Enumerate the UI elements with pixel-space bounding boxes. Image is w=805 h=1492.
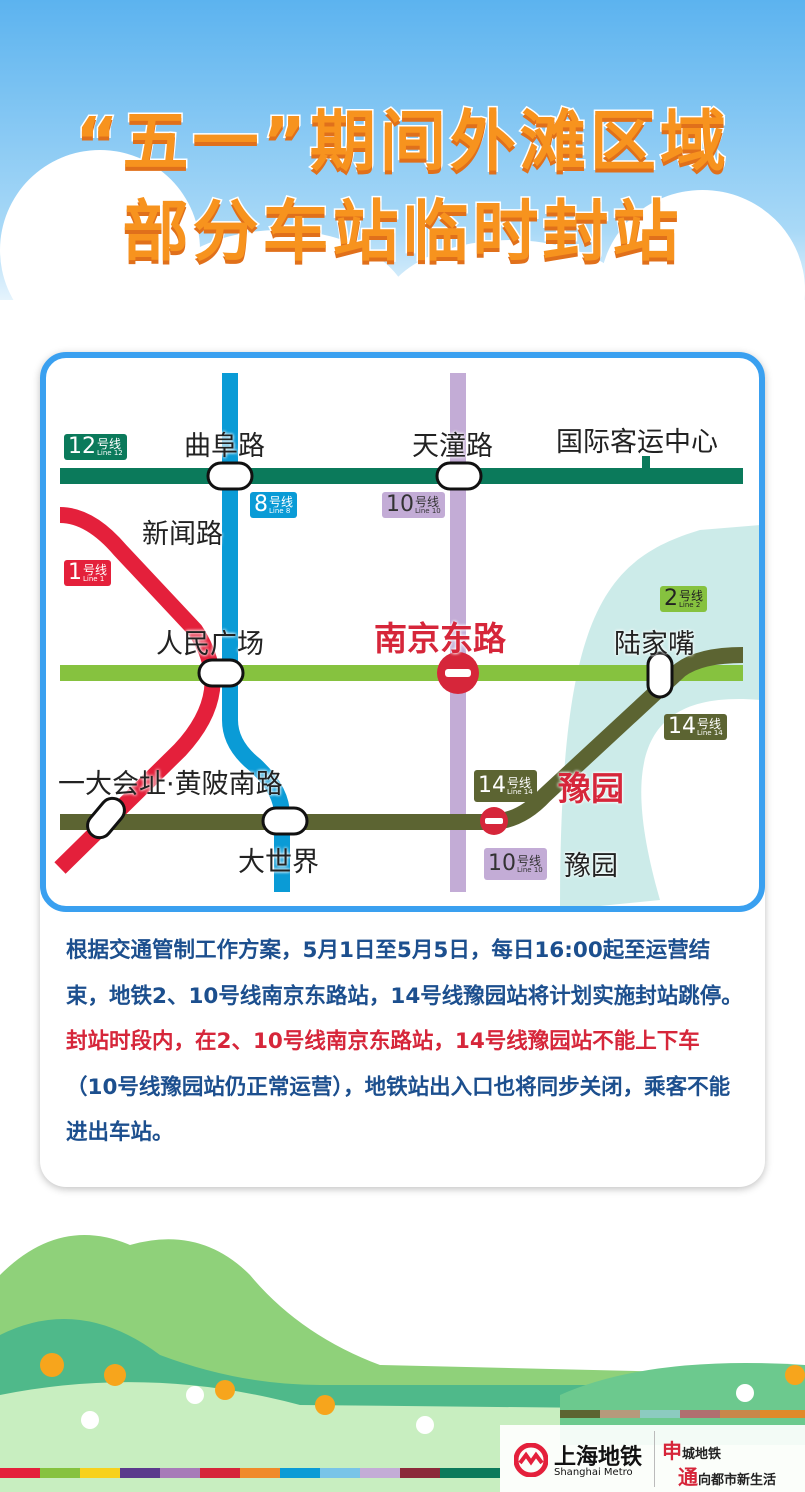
station-yuyuan-closed: 豫园	[558, 769, 624, 808]
shanghai-metro-logo-icon	[514, 1443, 548, 1477]
metro-map: 曲阜路 天潼路 国际客运中心 新闻路 人民广场 南京东路 陆家嘴 一大会址·黄陂…	[40, 352, 765, 912]
station-qufulu: 曲阜路	[184, 431, 265, 462]
line-2	[60, 665, 743, 681]
tick	[642, 456, 650, 470]
title-line2: 部分车站临时封站	[121, 192, 683, 272]
divider	[654, 1431, 655, 1487]
station-xinwenlu: 新闻路	[142, 519, 223, 550]
station-dashijie: 大世界	[238, 847, 319, 878]
station-yuyuan: 豫园	[564, 851, 618, 882]
slogan-line1: 申城地铁	[662, 1439, 722, 1463]
line-12	[60, 468, 743, 484]
station-yidahui: 一大会址·黄陂南路	[58, 769, 283, 800]
map-lines	[54, 373, 759, 906]
slogan-line2: 通向都市新生活	[678, 1465, 777, 1489]
notice-p3: （10号线豫园站仍正常运营），地铁站出入口也将同步关闭，乘客不能进出车站。	[66, 1074, 731, 1146]
cloud-base	[0, 300, 805, 360]
notice-p2-highlight: 封站时段内，在2、10号线南京东路站，14号线豫园站不能上下车	[66, 1029, 700, 1054]
notice-text: 根据交通管制工作方案，5月1日至5月5日，每日16:00起至运营结束，地铁2、1…	[66, 928, 746, 1156]
line-8	[222, 373, 290, 892]
notice-p1: 根据交通管制工作方案，5月1日至5月5日，每日16:00起至运营结束，地铁2、1…	[66, 938, 743, 1009]
station-renmin: 人民广场	[156, 629, 264, 660]
station-markers	[86, 461, 674, 840]
station-nanjingdong-closed: 南京东路	[374, 619, 506, 658]
line-10	[450, 373, 466, 892]
station-lujiazui: 陆家嘴	[614, 629, 695, 660]
title-line1: “五一”期间外滩区域	[74, 102, 730, 182]
station-tiantonglu: 天潼路	[412, 431, 493, 462]
river	[560, 525, 759, 906]
footer-brand: 上海地铁 Shanghai Metro 申城地铁 通向都市新生活	[500, 1425, 805, 1492]
station-guoji: 国际客运中心	[556, 427, 718, 458]
closed-bar	[445, 669, 471, 677]
brand-cn: 上海地铁	[554, 1445, 643, 1470]
brand-en: Shanghai Metro	[554, 1467, 633, 1478]
closed-bar	[485, 818, 503, 824]
